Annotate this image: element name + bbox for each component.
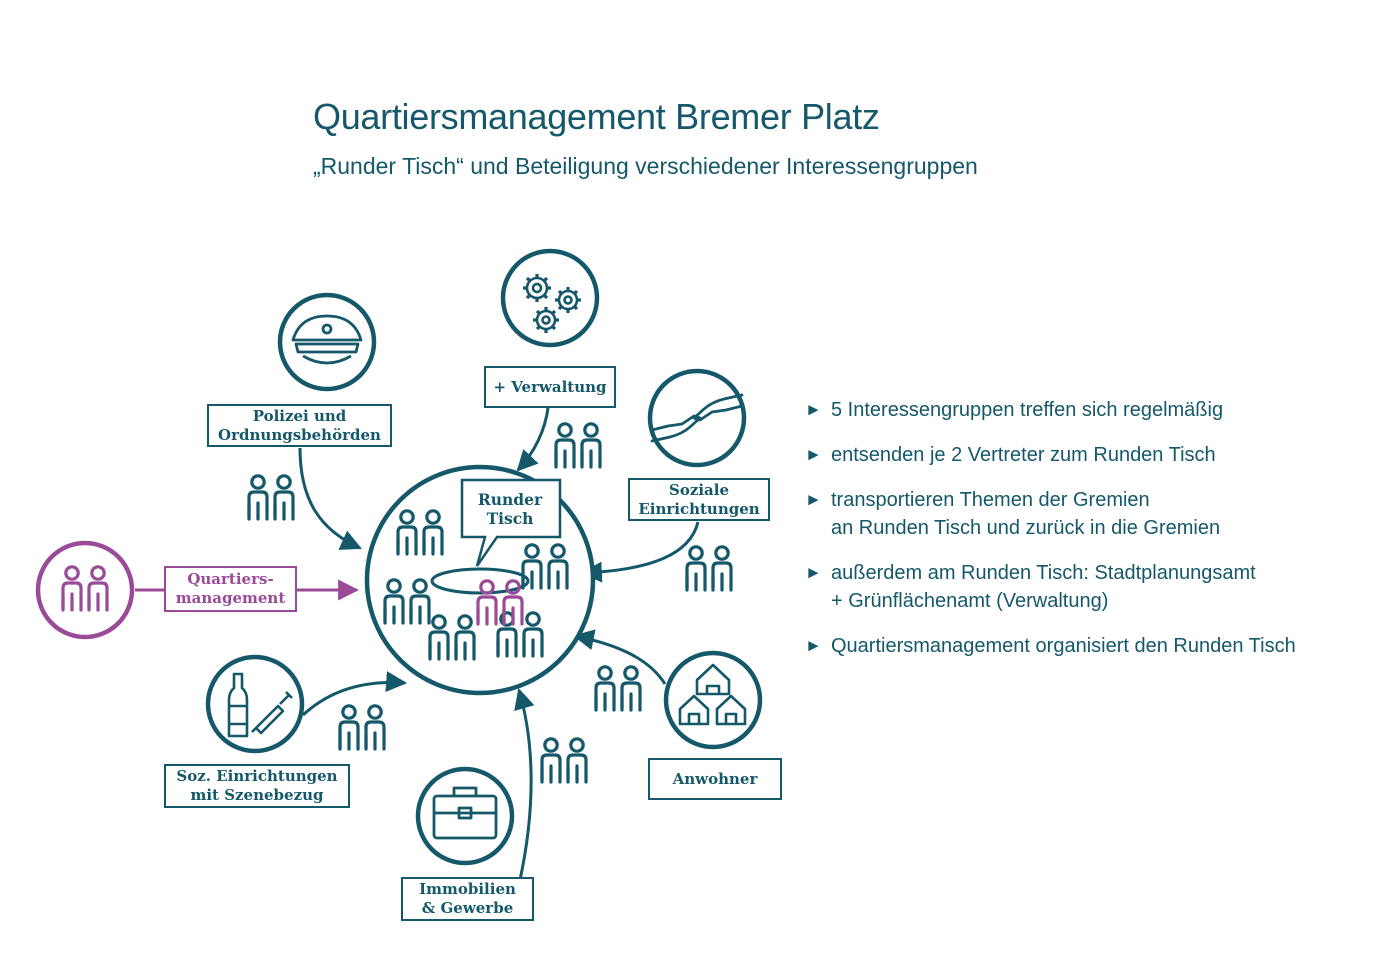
label-quartiersmanagement: Quartiers- management: [164, 566, 297, 612]
bullet-item: ► transportieren Themen der Gremien an Run…: [805, 486, 1365, 542]
arrow-anwohner: [572, 629, 667, 685]
runder-tisch-circle: Runder Tisch: [364, 464, 596, 696]
label-soziale-einrichtungen: Soziale Einrichtungen: [628, 478, 770, 521]
bottle-syringe-icon: [205, 654, 305, 754]
pair-soziale: [687, 547, 731, 590]
page-subtitle: „Runder Tisch“ und Beteiligung verschied…: [313, 153, 978, 179]
arrow-soziale: [580, 521, 700, 583]
helping-hands-icon: [647, 368, 747, 468]
arrow-verwaltung: [516, 407, 550, 472]
houses-icon: [663, 650, 763, 750]
pair-polizei: [249, 476, 293, 519]
bullet-arrow-icon: ►: [805, 445, 822, 464]
label-anwohner: Anwohner: [648, 758, 782, 800]
bullet-text: an Runden Tisch und zurück in die Gremie…: [831, 517, 1221, 539]
bullet-item: ► außerdem am Runden Tisch: Stadtplanungs…: [805, 559, 1365, 615]
bullet-text: Quartiersmanagement organisiert den Rund…: [831, 635, 1296, 657]
pair-szene: [340, 706, 384, 749]
bullet-text: transportieren Themen der Gremien: [831, 489, 1150, 511]
bullet-arrow-icon: ►: [805, 400, 822, 419]
bullet-text: außerdem am Runden Tisch: Stadtplanungsa…: [831, 562, 1256, 584]
label-szenebezug: Soz. Einrichtungen mit Szenebezug: [164, 764, 350, 808]
page-title: Quartiersmanagement Bremer Platz: [313, 96, 880, 137]
bullet-item: ► entsenden je 2 Vertreter zum Runden Tis…: [805, 441, 1365, 469]
label-immobilien-gewerbe: Immobilien & Gewerbe: [401, 877, 534, 921]
arrow-immobilien: [514, 687, 535, 881]
bullet-text: + Grünflächenamt (Verwaltung): [831, 590, 1109, 612]
bullet-list: ► 5 Interessengruppen treffen sich regelm…: [805, 396, 1365, 677]
bullet-item: ► 5 Interessengruppen treffen sich regelm…: [805, 396, 1365, 424]
bullet-arrow-icon: ►: [805, 490, 822, 509]
pair-immobilien: [542, 739, 586, 782]
speech-bubble: [460, 478, 562, 567]
briefcase-icon: [415, 766, 515, 866]
arrow-polizei: [298, 447, 362, 550]
police-cap-icon: [277, 292, 377, 392]
pair-anwohner: [596, 667, 640, 710]
pair-verwaltung: [556, 424, 600, 467]
quartiersmanagement-people-icon: [35, 540, 135, 640]
connector-arrows: [298, 407, 700, 881]
bullet-text: entsenden je 2 Vertreter zum Runden Tisc…: [831, 444, 1216, 466]
arrow-szene: [301, 671, 408, 717]
bullet-item: ► Quartiersmanagement organisiert den Run…: [805, 632, 1365, 660]
gears-icon: [500, 248, 600, 348]
label-polizei: Polizei und Ordnungsbehörden: [207, 404, 392, 447]
runder-tisch-label-1: Runder: [478, 490, 543, 509]
bullet-text: 5 Interessengruppen treffen sich regelmä…: [831, 399, 1224, 421]
bullet-arrow-icon: ►: [805, 636, 822, 655]
runder-tisch-label-2: Tisch: [487, 509, 534, 528]
table-ellipse: [430, 567, 530, 595]
bullet-arrow-icon: ►: [805, 563, 822, 582]
label-verwaltung: + Verwaltung: [484, 366, 616, 408]
